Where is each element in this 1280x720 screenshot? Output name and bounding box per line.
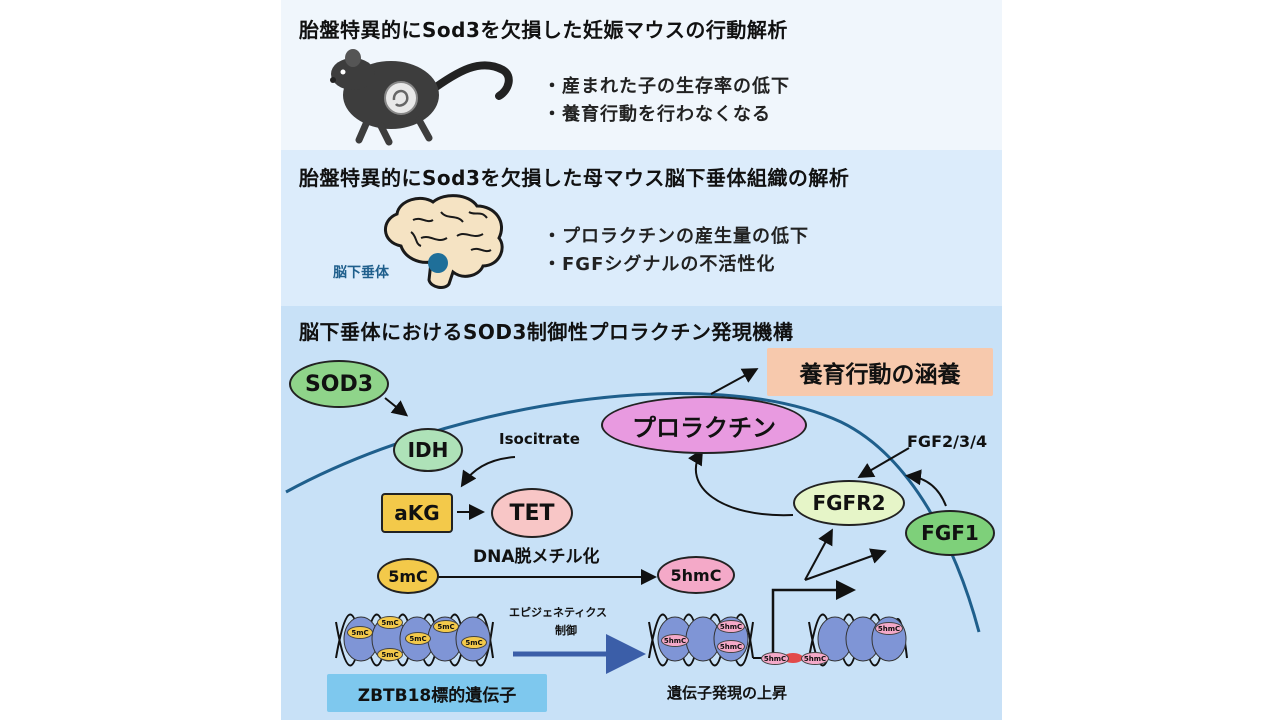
panel1-title: 胎盤特異的にSod3を欠損した妊娠マウスの行動解析 (299, 18, 788, 42)
label-fgf234: FGF2/3/4 (907, 432, 988, 451)
label-isocitrate: Isocitrate (499, 430, 580, 448)
label-epigenetic: エピジェネティクス (509, 606, 608, 619)
node-fgf1: FGF1 (905, 510, 995, 556)
node-sod3: SOD3 (289, 360, 389, 408)
bullet-survival-decrease: ・産まれた子の生存率の低下 (543, 76, 790, 97)
bead-5mc: 5mC (405, 632, 431, 645)
bead-5hmc: 5hmC (717, 640, 745, 653)
bead-5hmc: 5hmC (661, 634, 689, 647)
pituitary-label: 脳下垂体 (333, 265, 389, 281)
panel-mechanism: 脳下垂体におけるSOD3制御性プロラクチン発現機構 (281, 306, 1002, 720)
bullet-fgf-inactivation: ・FGFシグナルの不活性化 (543, 254, 776, 275)
node-idh: IDH (393, 428, 463, 472)
bead-5hmc: 5hmC (801, 652, 829, 665)
bead-5mc: 5mC (377, 648, 403, 661)
panel-behavior-analysis: 胎盤特異的にSod3を欠損した妊娠マウスの行動解析 ・産まれた子の生存率の低下 … (281, 0, 1002, 150)
bead-5hmc: 5hmC (761, 652, 789, 665)
box-zbtb18-target-genes: ZBTB18標的遺伝子 (327, 674, 547, 712)
label-gene-expression-up: 遺伝子発現の上昇 (667, 684, 788, 702)
node-fgfr2: FGFR2 (793, 480, 905, 526)
node-tet: TET (491, 488, 573, 538)
bullet-prolactin-decrease: ・プロラクチンの産生量の低下 (543, 226, 809, 247)
bead-5hmc: 5hmC (717, 620, 745, 633)
bead-5hmc: 5hmC (875, 622, 903, 635)
node-prolactin: プロラクチン (601, 396, 807, 454)
label-control: 制御 (555, 624, 577, 637)
bullet-no-nurturing: ・養育行動を行わなくなる (543, 104, 771, 125)
label-dna-demethylation: DNA脱メチル化 (473, 547, 600, 567)
bead-5mc: 5mC (347, 626, 373, 639)
bead-5mc: 5mC (377, 616, 403, 629)
panel2-title: 胎盤特異的にSod3を欠損した母マウス脳下垂体組織の解析 (299, 166, 850, 190)
box-nurturing-behavior: 養育行動の涵養 (767, 348, 993, 396)
node-akg: aKG (381, 493, 453, 533)
node-5hmc: 5hmC (657, 556, 735, 594)
panel-pituitary-analysis: 胎盤特異的にSod3を欠損した母マウス脳下垂体組織の解析 脳下垂体 ・プロラクチ… (281, 150, 1002, 306)
panel3-title: 脳下垂体におけるSOD3制御性プロラクチン発現機構 (299, 320, 794, 344)
node-5mc: 5mC (377, 558, 439, 594)
pregnant-mouse-icon (330, 49, 513, 146)
bead-5mc: 5mC (461, 636, 487, 649)
bead-5mc: 5mC (433, 620, 459, 633)
brain-icon (384, 194, 504, 289)
